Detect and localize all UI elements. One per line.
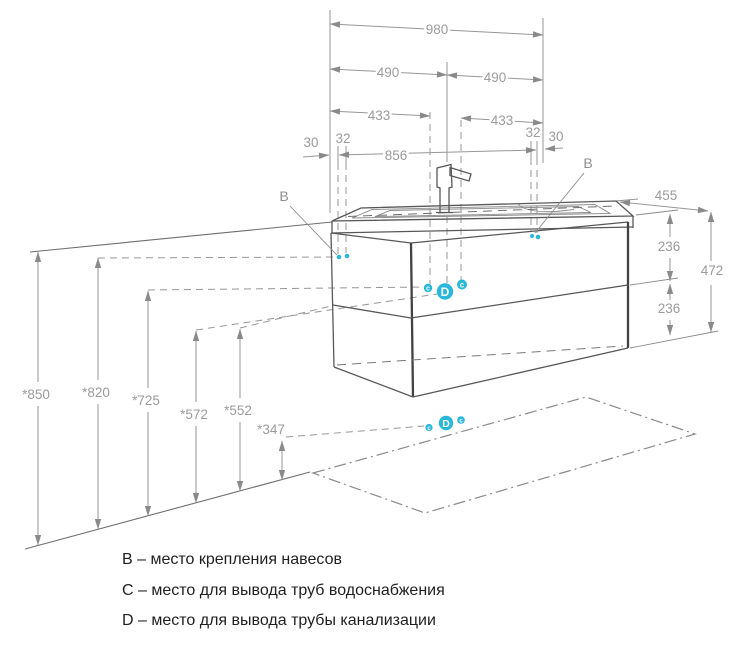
legend: B – место крепления навесов C – место дл… xyxy=(122,551,445,629)
supply-marker-left xyxy=(423,283,433,293)
faucet-lever xyxy=(449,166,472,182)
countertop xyxy=(331,200,635,234)
supply-marker-floor-right-letter: c xyxy=(459,419,463,425)
dim-433-right: 433 xyxy=(460,111,544,131)
dim-236-upper-label: 236 xyxy=(658,239,681,254)
legend-line-c: C – место для вывода труб водоснабжения xyxy=(122,582,445,599)
dim-236-upper: 236 xyxy=(655,213,683,282)
bracket-label-right: B xyxy=(583,155,592,171)
drain-marker xyxy=(436,283,454,300)
dim-472-label: 472 xyxy=(701,263,724,278)
dim-850-label: *850 xyxy=(22,387,50,402)
right-dimensions: 455 236 472 236 xyxy=(615,186,726,349)
dim-30-right-label: 30 xyxy=(548,129,563,144)
drain-marker-floor xyxy=(438,415,454,431)
dim-height-725: *725 xyxy=(130,290,162,517)
dim-236-lower-label: 236 xyxy=(658,301,681,316)
floor-outline xyxy=(311,396,697,514)
faucet xyxy=(436,163,472,214)
supply-marker-floor-right xyxy=(457,416,465,424)
bracket-dot xyxy=(336,254,342,260)
bracket-label-left: B xyxy=(279,188,288,204)
drawer-divider-front xyxy=(410,284,629,319)
bracket-markers: B B xyxy=(277,153,595,260)
dim-overall-980: 980 xyxy=(329,20,544,40)
bracket-dot xyxy=(530,234,534,238)
dim-490-right-label: 490 xyxy=(484,70,507,85)
supply-marker-right xyxy=(457,279,467,290)
dim-490-left-label: 490 xyxy=(377,65,400,80)
dim-height-572: *572 xyxy=(178,330,210,504)
dim-height-552: *552 xyxy=(222,328,254,492)
dim-347-label: *347 xyxy=(257,422,285,437)
basin-overflow-curve xyxy=(517,203,575,213)
top-extension-lines xyxy=(329,10,544,284)
height-dimensions: *850 *820 *725 *572 *552 *347 xyxy=(20,221,438,550)
dim-820-label: *820 xyxy=(82,385,110,400)
dim-552-label: *552 xyxy=(224,403,252,418)
supply-marker-right-letter: c xyxy=(460,281,465,290)
supply-marker-floor-left-letter: c xyxy=(427,426,431,432)
bracket-dot xyxy=(535,234,541,240)
drawer-divider-left xyxy=(332,304,412,319)
dim-236-lower: 236 xyxy=(655,283,683,336)
dim-32-left-label: 32 xyxy=(335,131,350,146)
dim-depth-455: 455 xyxy=(619,186,709,214)
dim-433-left-label: 433 xyxy=(368,108,391,123)
dim-30-left-label: 30 xyxy=(303,135,318,150)
dim-height-347: *347 xyxy=(255,420,287,481)
legend-line-d: D – место для вывода трубы канализации xyxy=(122,612,436,629)
dim-490-left: 490 xyxy=(329,63,448,83)
drain-marker-floor-letter: D xyxy=(442,418,450,430)
dim-height-820: *820 xyxy=(80,257,112,530)
bracket-dot xyxy=(344,253,350,259)
supply-marker-left-letter: c xyxy=(426,286,430,293)
floor-projection: c D c xyxy=(311,396,697,514)
dim-32-right-label: 32 xyxy=(525,125,540,140)
floor-baseline xyxy=(24,471,311,550)
dim-856-row: 30 32 856 32 30 xyxy=(301,123,566,166)
hidden-bottom-edge xyxy=(336,345,624,366)
dim-572-label: *572 xyxy=(180,407,208,422)
dim-433-right-label: 433 xyxy=(491,113,514,128)
dim-height-850: *850 xyxy=(20,251,52,546)
dim-490-right: 490 xyxy=(446,68,544,88)
pipe-markers-cabinet: c D c xyxy=(423,279,467,300)
legend-line-b: B – место крепления навесов xyxy=(122,551,342,568)
dim-980-label: 980 xyxy=(426,22,449,37)
supply-marker-floor-left xyxy=(425,423,433,432)
drain-marker-letter: D xyxy=(441,285,450,299)
sink-basin xyxy=(374,206,592,217)
dim-856-label: 856 xyxy=(385,148,408,163)
dim-455-label: 455 xyxy=(655,188,678,203)
dim-725-label: *725 xyxy=(132,393,160,408)
counter-recess xyxy=(351,204,612,219)
cabinet xyxy=(330,221,630,398)
dim-472: 472 xyxy=(698,211,726,333)
dim-433-left: 433 xyxy=(329,106,431,126)
